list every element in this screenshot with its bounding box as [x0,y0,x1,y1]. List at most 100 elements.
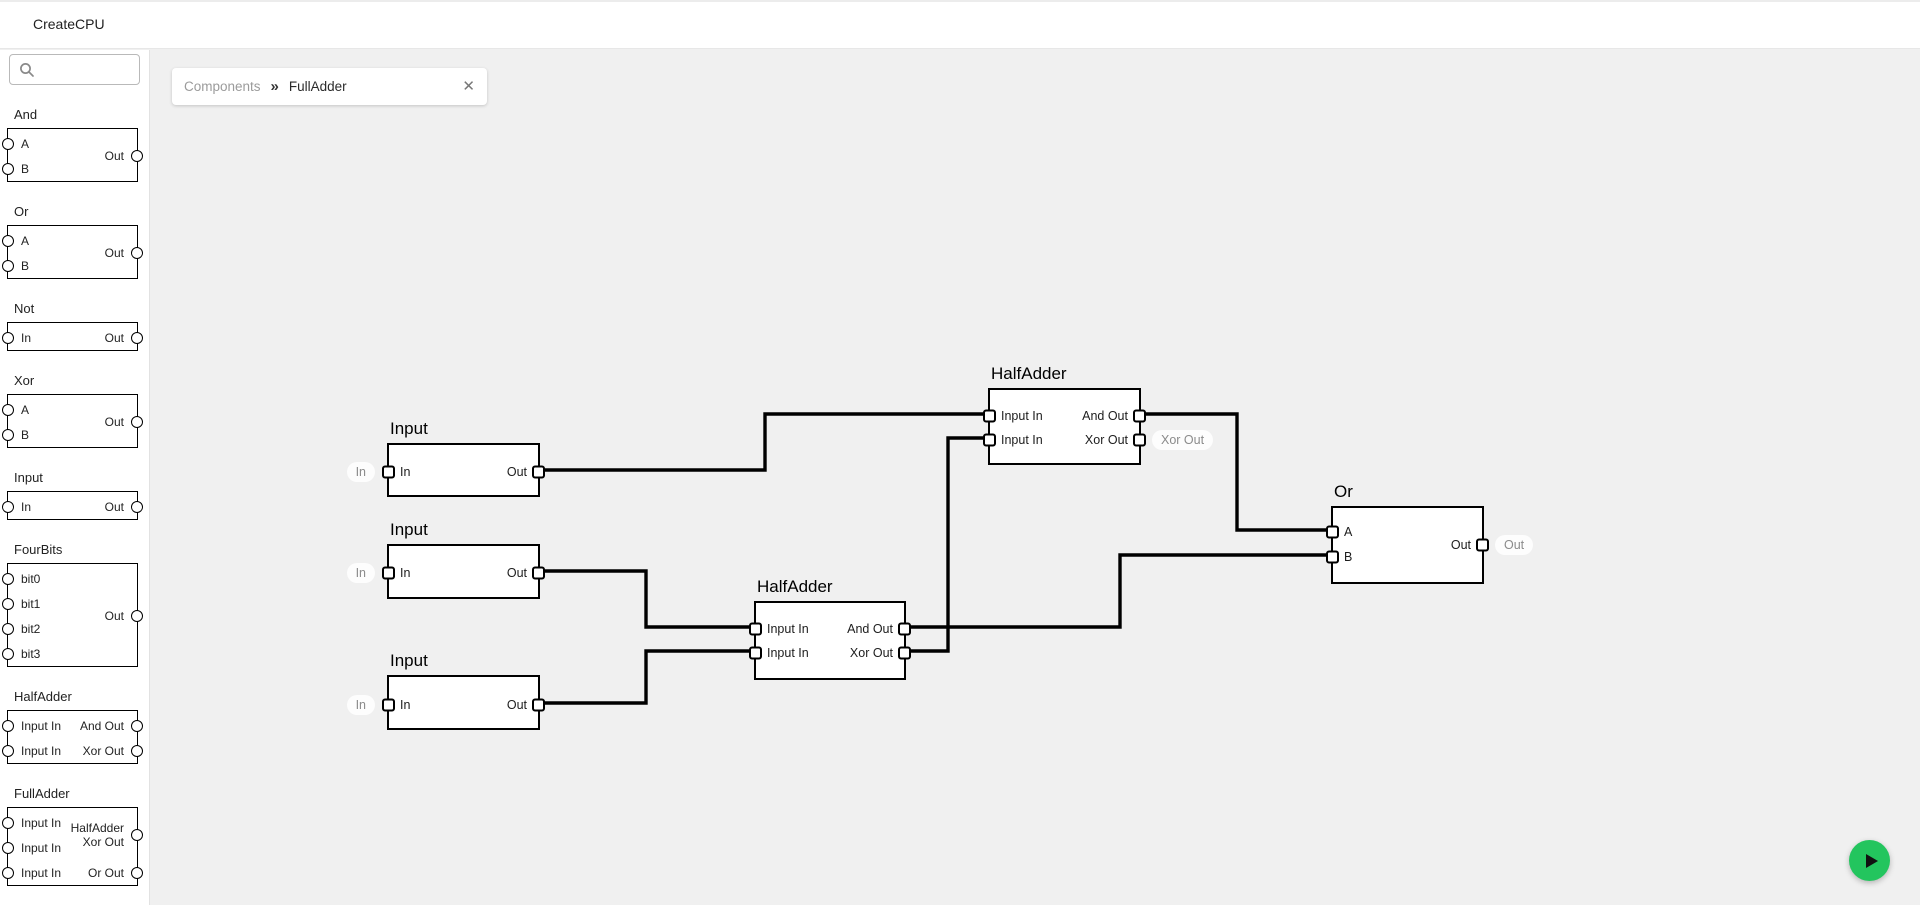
palette-item-title: FourBits [14,542,63,557]
output-port-label: Out [104,246,124,260]
port-label: Input In [1001,433,1043,447]
node-title: Or [1334,482,1353,501]
output-port[interactable] [131,829,143,841]
input-port[interactable] [382,698,395,712]
app-title: CreateCPU [33,16,105,32]
port-label: A [1344,525,1353,539]
input-port[interactable] [2,841,14,854]
input-port-label: B [21,161,30,176]
input-port[interactable] [2,403,14,416]
search-input[interactable] [40,55,138,84]
input-port[interactable] [1326,525,1339,539]
tab-close-icon[interactable]: ✕ [462,78,475,95]
input-port[interactable] [2,647,14,660]
input-port-label: A [21,136,30,151]
input-port[interactable] [2,597,14,610]
output-port[interactable] [1476,538,1489,552]
output-port[interactable] [532,698,545,712]
output-port-label: Out [104,609,124,623]
output-port-label: And Out [79,718,124,733]
breadcrumb-separator-icon: » [270,78,279,95]
input-port[interactable] [749,622,762,636]
output-port[interactable] [898,622,911,636]
output-port[interactable] [131,416,143,428]
input-port-label: bit2 [21,621,41,636]
input-port[interactable] [2,234,14,247]
output-port[interactable] [532,566,545,580]
output-port[interactable] [131,150,143,162]
output-port[interactable] [1133,409,1146,423]
output-port[interactable] [131,331,143,344]
external-port-label: In [346,695,375,715]
palette-item-title: And [14,107,38,122]
input-port[interactable] [2,572,14,585]
input-port-label: B [21,258,30,273]
input-port[interactable] [2,137,14,150]
input-port[interactable] [2,622,14,635]
input-port[interactable] [1326,550,1339,564]
input-port[interactable] [2,331,14,344]
input-port[interactable] [2,500,14,513]
input-port[interactable] [2,162,14,175]
play-icon [1865,853,1878,868]
run-simulation-button[interactable] [1849,840,1890,881]
input-port-label: Input In [21,865,62,880]
input-port[interactable] [382,566,395,580]
breadcrumb-current: FullAdder [288,79,347,94]
output-port[interactable] [131,247,143,259]
output-port[interactable] [898,646,911,660]
output-port-label: Out [104,499,124,514]
input-port[interactable] [749,646,762,660]
input-port[interactable] [2,744,14,757]
output-port[interactable] [131,500,143,513]
input-port[interactable] [2,816,14,829]
port-label: In [400,465,411,479]
port-label: Out [506,465,527,479]
input-port[interactable] [2,866,14,879]
input-port-label: A [21,233,30,248]
breadcrumb-root[interactable]: Components [184,79,261,94]
input-port[interactable] [382,465,395,479]
search-box[interactable] [9,54,140,85]
external-port-label: Xor Out [1152,430,1214,450]
node-title: HalfAdder [991,364,1067,383]
output-port[interactable] [131,744,143,757]
input-port[interactable] [2,428,14,441]
output-port[interactable] [131,719,143,732]
output-port-label: Out [104,330,124,345]
input-port[interactable] [983,409,996,423]
palette-item-title: Not [14,301,35,316]
input-port-label: Input In [21,718,62,733]
node-title: Input [390,419,428,438]
output-port[interactable] [131,866,143,879]
search-icon [20,63,34,77]
output-port[interactable] [532,465,545,479]
output-port[interactable] [1133,433,1146,447]
input-port-label: Input In [21,743,62,758]
port-label: Out [506,698,527,712]
input-port[interactable] [983,433,996,447]
input-port[interactable] [2,259,14,272]
port-label: And Out [1082,409,1128,423]
external-port-label: Out [1495,535,1534,555]
input-port[interactable] [2,719,14,732]
palette-item-title: Xor [14,373,35,388]
tab-breadcrumb[interactable]: Components » FullAdder ✕ [172,68,487,105]
external-port-label: In [346,462,375,482]
output-port[interactable] [131,610,143,622]
